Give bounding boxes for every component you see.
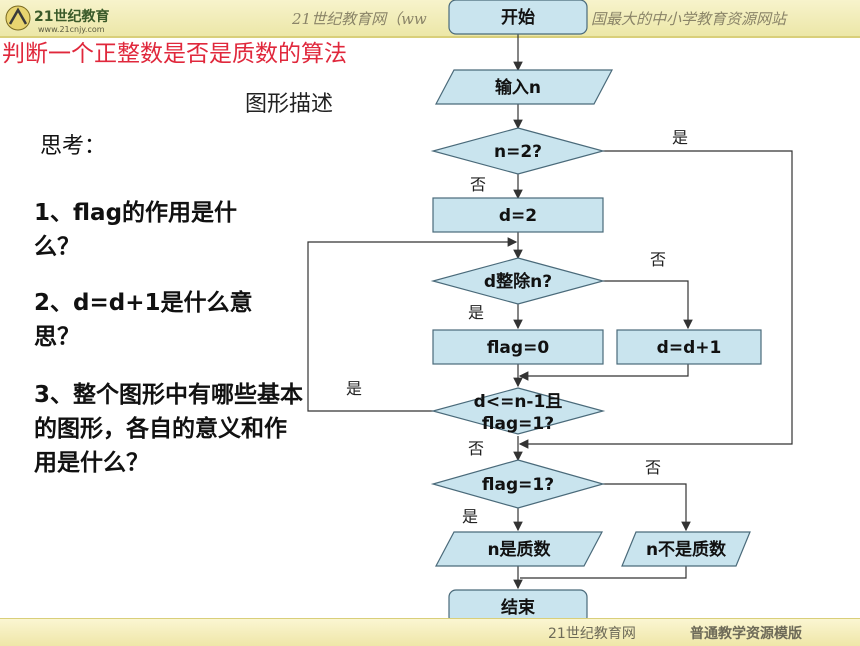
- banner-right-text: 国最大的中小学教育资源网站: [591, 10, 787, 28]
- loop-label-line1: d<=n-1且: [474, 392, 563, 412]
- diagram-subtitle: 图形描述: [245, 92, 334, 117]
- site-logo: 21世纪教育 www.21cnjy.com: [5, 5, 109, 34]
- flag-decision-label: flag=1?: [482, 475, 554, 495]
- assign-d-label: d=2: [499, 206, 537, 226]
- edge-label-flag-yes: 是: [462, 507, 478, 526]
- question-3: 3、整个图形中有哪些基本的图形，各自的意义和作用是什么？: [34, 382, 304, 476]
- end-label: 结束: [501, 597, 535, 618]
- flag-decision: [430, 459, 606, 509]
- flow-connectors: [307, 34, 793, 590]
- output-not-prime-label: n不是质数: [646, 539, 727, 560]
- logo-url: www.21cnjy.com: [38, 25, 105, 34]
- start-label: 开始: [501, 7, 535, 28]
- footer-right-text: 普通教学资源模版: [690, 626, 802, 642]
- edge-n2-yes: [518, 150, 793, 449]
- edge-label-flag-no: 否: [645, 458, 661, 477]
- increment-d-node: [616, 329, 762, 365]
- assign-d-node: [432, 197, 604, 233]
- banner-left-text: 21世纪教育网（ww: [292, 10, 427, 28]
- footer-bar: 21世纪教育网 普通教学资源模版: [0, 618, 860, 646]
- edge-label-div-yes: 是: [468, 303, 484, 322]
- divides-decision: [430, 257, 606, 305]
- divides-label: d整除n?: [484, 271, 552, 292]
- output-prime-label: n是质数: [487, 539, 551, 560]
- flag-zero-node: [432, 329, 604, 365]
- edge-div-no: [603, 280, 693, 330]
- flag-zero-label: flag=0: [487, 338, 549, 358]
- question-2: 2、d=d+1是什么意思？: [34, 290, 253, 350]
- edge-notprime-end: [520, 566, 687, 579]
- edge-label-div-no: 否: [650, 250, 666, 269]
- edge-label-loop-yes: 是: [346, 379, 362, 398]
- output-not-prime-node: [621, 531, 751, 567]
- loop-label-line2: flag=1?: [482, 414, 554, 434]
- output-prime-node: [435, 531, 603, 567]
- input-label: 输入n: [495, 77, 541, 98]
- edge-loop-yes: [307, 237, 518, 412]
- footer-left-text: 21世纪教育网: [548, 626, 636, 642]
- n2-label: n=2?: [494, 142, 542, 162]
- edge-flag-no: [603, 483, 691, 532]
- input-node: [435, 69, 613, 105]
- start-node: [448, 0, 588, 35]
- edge-label-n2-no: 否: [470, 175, 486, 194]
- question-1: 1、flag的作用是什么？: [34, 200, 238, 260]
- n2-decision: [430, 127, 606, 175]
- loop-decision: [430, 387, 606, 435]
- header-banner: 21世纪教育 www.21cnjy.com 21世纪教育网（ww 国最大的中小学…: [0, 0, 860, 38]
- slide-title: 判断一个正整数是否是质数的算法: [2, 41, 347, 67]
- edge-label-loop-no: 否: [468, 439, 484, 458]
- think-label: 思考：: [40, 134, 107, 159]
- edge-label-n2-yes: 是: [672, 128, 688, 147]
- logo-text: 21世纪教育: [34, 8, 109, 25]
- increment-d-label: d=d+1: [657, 338, 722, 358]
- edge-inc-loop: [518, 364, 689, 381]
